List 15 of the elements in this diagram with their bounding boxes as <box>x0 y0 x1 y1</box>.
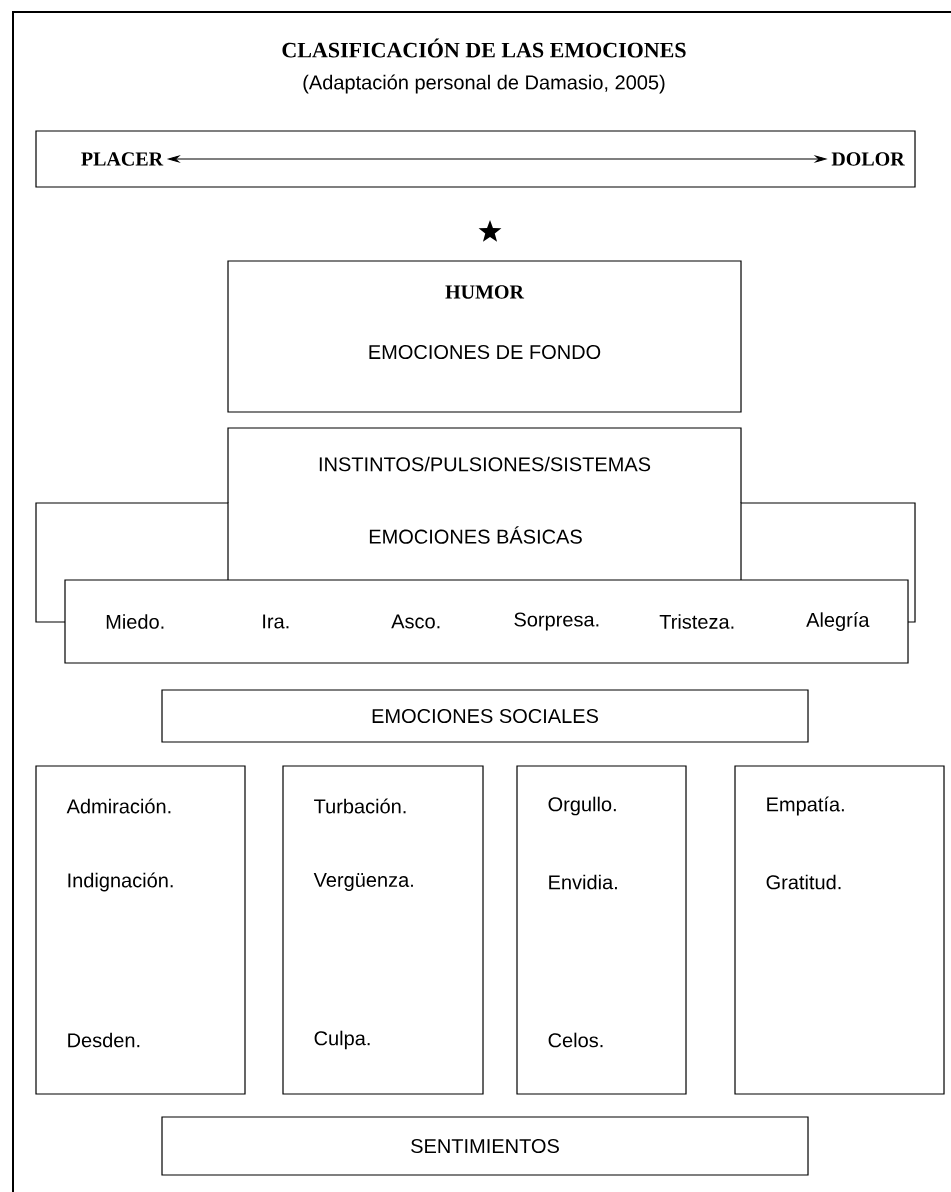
instincts-box: INSTINTOS/PULSIONES/SISTEMAS <box>227 427 742 504</box>
frame-box <box>35 130 916 188</box>
basic-emotions-box: Miedo. Ira. Asco. Sorpresa. Tristeza. Alegría <box>64 579 909 664</box>
emotion-list-box: Turbación. Vergüenza. Culpa. <box>282 765 484 1095</box>
emotion-list-box: Admiración. Indignación. Desden. <box>35 765 246 1095</box>
end-label: PLACER <box>81 152 164 166</box>
emotion-list-box: Empatía. Gratitud. <box>734 765 945 1095</box>
subtitle: (Adaptación personal de Damasio, 2005) <box>303 74 665 94</box>
end-label: DOLOR <box>831 152 905 166</box>
frame-box: EMOCIONES SOCIALES <box>161 689 809 743</box>
title: CLASIFICACIÓN DE LAS EMOCIONES <box>282 38 686 58</box>
emotion-list-box: Orgullo. Envidia. Celos. <box>516 765 687 1095</box>
double-arrow <box>168 155 827 163</box>
frame-box: SENTIMIENTOS <box>161 1116 809 1176</box>
mood-box: HUMOR EMOCIONES DE FONDO <box>227 260 742 413</box>
